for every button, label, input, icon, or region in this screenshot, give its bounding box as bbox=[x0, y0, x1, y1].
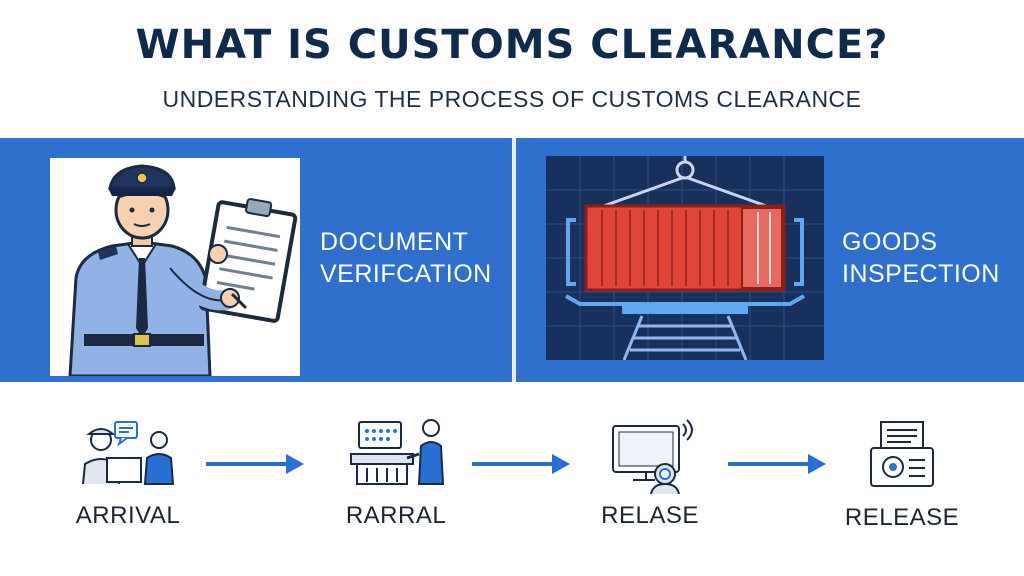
process-band: DOCUMENT VERIFCATION bbox=[0, 138, 1024, 382]
release-document-icon bbox=[870, 421, 934, 487]
header: WHAT IS CUSTOMS CLEARANCE? UNDERSTANDING… bbox=[0, 0, 1024, 138]
goods-label-line2: INSPECTION bbox=[842, 260, 1000, 288]
document-verification-label: DOCUMENT VERIFCATION bbox=[320, 226, 492, 290]
band-divider bbox=[512, 138, 516, 382]
customs-desk-icon bbox=[350, 419, 445, 485]
document-verification-panel: DOCUMENT VERIFCATION bbox=[0, 138, 512, 382]
goods-inspection-panel: GOODS INSPECTION bbox=[516, 138, 1024, 382]
step-relase: RELASE bbox=[570, 418, 730, 530]
arrow-right-icon bbox=[472, 454, 570, 474]
arrow-right-icon bbox=[206, 454, 304, 474]
step-release: RELEASE bbox=[822, 418, 982, 532]
step-rarral: RARRAL bbox=[316, 418, 476, 530]
arrow-right-icon bbox=[728, 454, 826, 474]
customs-officer-icon bbox=[68, 164, 298, 378]
step-label-relase: RELASE bbox=[601, 502, 699, 529]
goods-label-line1: GOODS bbox=[842, 228, 938, 256]
document-label-line2: VERIFCATION bbox=[320, 260, 492, 288]
container-inspection-illustration bbox=[546, 156, 824, 361]
page-subtitle: UNDERSTANDING THE PROCESS OF CUSTOMS CLE… bbox=[162, 86, 862, 112]
step-label-release: RELEASE bbox=[844, 504, 960, 531]
document-label-line1: DOCUMENT bbox=[320, 228, 469, 256]
page-title: WHAT IS CUSTOMS CLEARANCE? bbox=[135, 22, 889, 68]
goods-inspection-label: GOODS INSPECTION bbox=[842, 226, 1000, 290]
step-arrival: ARRIVAL bbox=[48, 418, 208, 530]
computer-scan-icon bbox=[612, 419, 693, 494]
shipping-container-icon bbox=[546, 156, 824, 361]
process-steps: ARRIVAL RARRAL bbox=[0, 382, 1024, 576]
step-label-arrival: ARRIVAL bbox=[75, 502, 181, 529]
customs-officer-illustration bbox=[50, 158, 300, 378]
officer-and-traveler-icon bbox=[82, 421, 175, 485]
step-label-rarral: RARRAL bbox=[345, 502, 447, 529]
